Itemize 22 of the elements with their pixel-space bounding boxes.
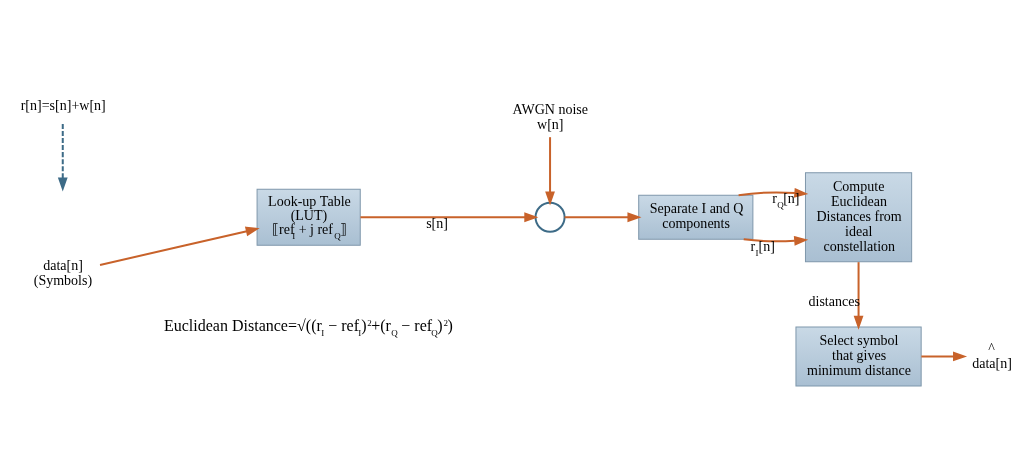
node-text: data[n] (Symbols) [33,257,93,288]
arrow [563,211,642,222]
arrow [99,226,260,266]
arrow [57,122,68,192]
node-box: Select symbol that gives minimum distance [795,325,922,386]
node-circle [534,201,566,233]
node-box: Separate I and Q components [638,194,754,240]
node-box: Look-up Table (LUT) ⟦ref$_{I}$ + j ref$_{Q}$⟧ [256,188,361,246]
node-text: AWGN noise w[n] [512,101,589,132]
arrow [853,260,864,330]
arrow [920,351,968,361]
edge-label: s[n] [426,215,448,231]
arrow [359,211,539,222]
edge-label: r$_{Q}$[n] [772,190,800,210]
arrow [742,235,809,246]
label: Euclidean Distance=√((r$_{I}$ − ref$_{I}$)$^{2}$+(r$_{Q}$ − ref$_{Q}$)$^{2}$) [163,316,453,338]
arrow [737,187,809,198]
node-text: ^ data[n] [972,340,1012,371]
arrow [545,135,555,205]
node-box: Compute Euclidean Distances from ideal constellation [804,171,913,262]
node-text: r[n]=s[n]+w[n] [20,97,106,113]
edge-label: r$_{I}$[n] [750,238,775,258]
